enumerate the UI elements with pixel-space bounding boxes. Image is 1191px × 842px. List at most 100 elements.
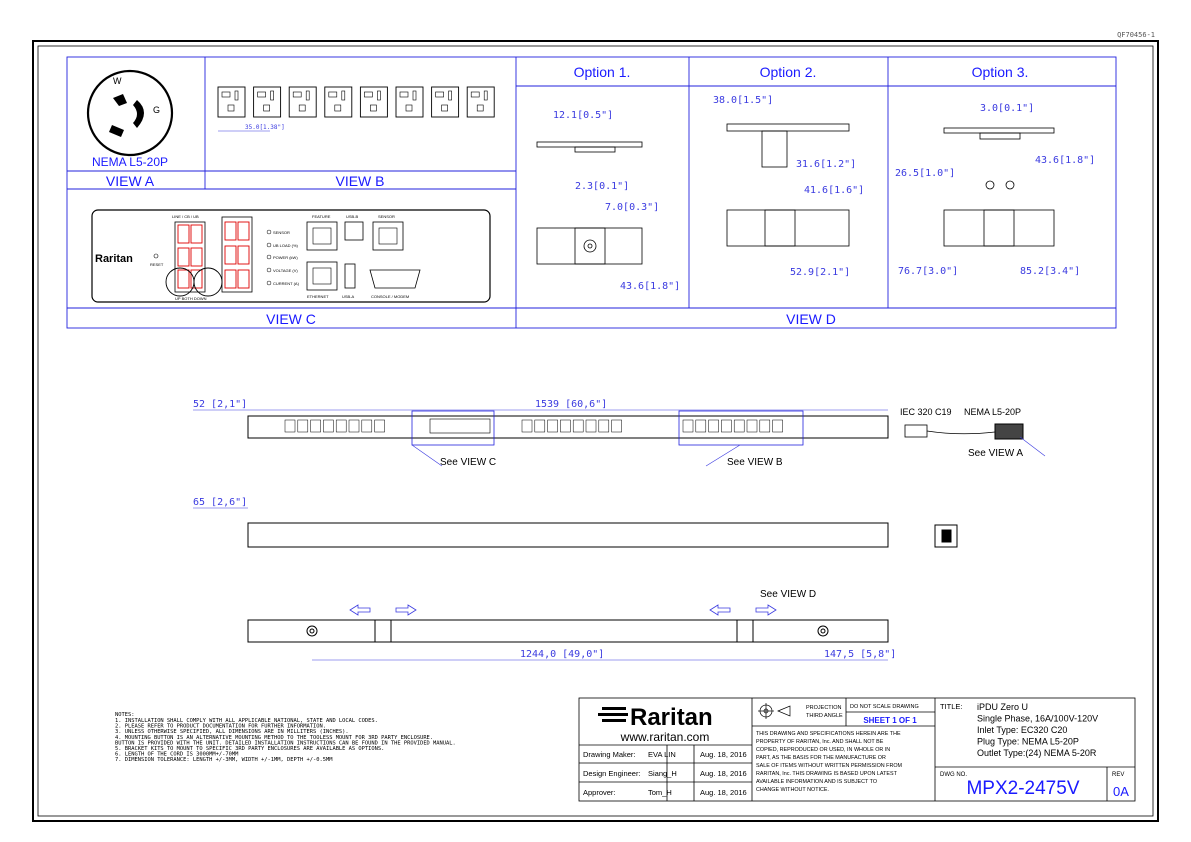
outlet-slot	[292, 91, 302, 98]
option3-title: Option 3.	[972, 64, 1029, 80]
view-c-title: VIEW C	[266, 311, 316, 327]
pdu-outlet	[708, 419, 719, 433]
outlet-slot	[399, 91, 409, 98]
digit-display	[237, 245, 250, 265]
title-block	[578, 697, 1136, 802]
o3-dim-d: 76.7[3.0"]	[898, 266, 958, 277]
legal-line: THIS DRAWING AND SPECIFICATIONS HEREIN A…	[756, 731, 901, 737]
outlet-ground	[476, 104, 484, 112]
title-label: TITLE:	[940, 702, 963, 711]
pdu-outlet	[374, 419, 385, 433]
logo-url: www.raritan.com	[620, 730, 710, 744]
projection-symbol	[758, 703, 791, 719]
doc-id: QF70456-1	[1117, 31, 1155, 39]
outlet-slot	[448, 90, 452, 101]
outlet-ground	[298, 104, 306, 112]
port-console-label: CONSOLE / MODEM	[371, 294, 409, 299]
view-a-plug-label: NEMA L5-20P	[92, 155, 168, 169]
note-line: 3. UNLESS OTHERWISE SPECIFIED, ALL DIMEN…	[115, 729, 349, 735]
outlet-ground	[370, 104, 377, 112]
raritan-logo: Raritan	[598, 704, 713, 731]
control-panel: Raritan RESET LINE / CB / UB UP BOTH DOW…	[91, 209, 491, 303]
note-line: 5. BRACKET KITS TO MOUNT TO SPECIFIC 3RD…	[115, 746, 384, 752]
projection-1: PROJECTION	[806, 705, 841, 711]
pdu-outlet	[521, 419, 533, 433]
pdu-outlet	[348, 419, 360, 433]
view-a-title: VIEW A	[106, 173, 155, 189]
outlet-icon	[431, 86, 460, 118]
port-usba-label: USB-A	[342, 294, 355, 299]
rev-label: REV	[1112, 772, 1124, 778]
pdu-dim-length: 1539 [60,6"]	[535, 399, 607, 410]
option1-title: Option 1.	[574, 64, 631, 80]
o2-dim-d: 52.9[2.1"]	[790, 267, 850, 278]
engineer-value: Siang_H	[648, 769, 677, 778]
pdu-outlet	[759, 419, 771, 433]
legal-line: PROPERTY OF RARITAN, Inc. AND SHALL NOT …	[756, 739, 884, 745]
projection-2: THIRD ANGLE	[806, 713, 843, 719]
pdu-side-view	[247, 522, 958, 548]
pdu-outlet	[284, 419, 296, 433]
note-line: BUTTON IS PROVIDED WITH THE UNIT. DETAIL…	[115, 740, 456, 746]
nema-plug-face: W G	[86, 69, 174, 157]
led-sensor-label: SENSOR	[273, 230, 290, 235]
outlet-icon	[324, 86, 353, 118]
sheet-number: SHEET 1 OF 1	[863, 716, 917, 725]
note-line: 1. INSTALLATION SHALL COMPLY WITH ALL AP…	[115, 718, 378, 724]
port-sensor-label: SENSOR	[378, 214, 395, 219]
outlet-slot	[483, 90, 488, 101]
digit-display	[237, 269, 250, 289]
note-line: 2. PLEASE REFER TO PRODUCT DOCUMENTATION…	[115, 724, 326, 730]
outlet-slot	[270, 90, 274, 101]
maker-date: Aug. 18, 2016	[700, 750, 747, 759]
digit-display	[190, 247, 203, 267]
o3-dim-b: 26.5[1.0"]	[895, 168, 955, 179]
outlet-icon	[466, 86, 495, 118]
panel-brand: Raritan	[95, 253, 133, 265]
outlet-icon	[395, 86, 424, 118]
outlet-icon	[288, 86, 317, 118]
digit-display	[224, 221, 237, 241]
digit-display	[177, 269, 190, 289]
pdu-dim-mount: 1244,0 [49,0"]	[520, 649, 604, 660]
digit-display	[224, 245, 237, 265]
outlet-slot	[341, 90, 346, 101]
pin-g-label: G	[153, 105, 160, 115]
maker-label: Drawing Maker:	[583, 750, 636, 759]
option3-bracket	[943, 127, 1055, 247]
o2-dim-b: 31.6[1.2"]	[796, 159, 856, 170]
outlet-icon	[253, 86, 282, 118]
dwg-label: DWG NO.	[940, 772, 967, 778]
pdu-dim-depth: 65 [2,6"]	[193, 497, 247, 508]
outlet-slot	[364, 91, 373, 98]
title-line: iPDU Zero U	[977, 702, 1028, 712]
legal-line: SALE OF ITEMS WITHOUT WRITTEN PERMISSION…	[756, 763, 903, 769]
port-ethernet-label: ETHERNET	[307, 294, 329, 299]
port-feature-label: FEATURE	[312, 214, 331, 219]
pdu-outlet	[733, 419, 745, 433]
pdu-outlet	[772, 419, 783, 433]
mount-arrows	[349, 604, 777, 616]
o1-dim-c: 7.0[0.3"]	[605, 202, 659, 213]
o2-dim-c: 41.6[1.6"]	[804, 185, 864, 196]
pdu-outlet	[534, 419, 546, 433]
outlet-slot	[234, 90, 239, 101]
views-frame	[66, 56, 1117, 329]
digit-display	[237, 221, 250, 241]
pdu-outlet	[547, 419, 558, 433]
port-usbb-label: USB-B	[346, 214, 359, 219]
pdu-outlet	[746, 419, 758, 433]
engineer-date: Aug. 18, 2016	[700, 769, 747, 778]
approver-value: Tom_H	[648, 788, 672, 797]
o1-dim-d: 43.6[1.8"]	[620, 281, 680, 292]
pdu-outlet	[695, 419, 707, 433]
view-b-title: VIEW B	[335, 173, 384, 189]
option2-bracket	[726, 123, 850, 247]
panel-line-label: LINE / CB / UB	[172, 214, 199, 219]
o3-dim-e: 85.2[3.4"]	[1020, 266, 1080, 277]
pdu-outlet	[598, 419, 610, 433]
digit-display	[177, 224, 190, 244]
outlet-slot	[377, 90, 381, 101]
see-view-a: See VIEW A	[968, 448, 1023, 459]
